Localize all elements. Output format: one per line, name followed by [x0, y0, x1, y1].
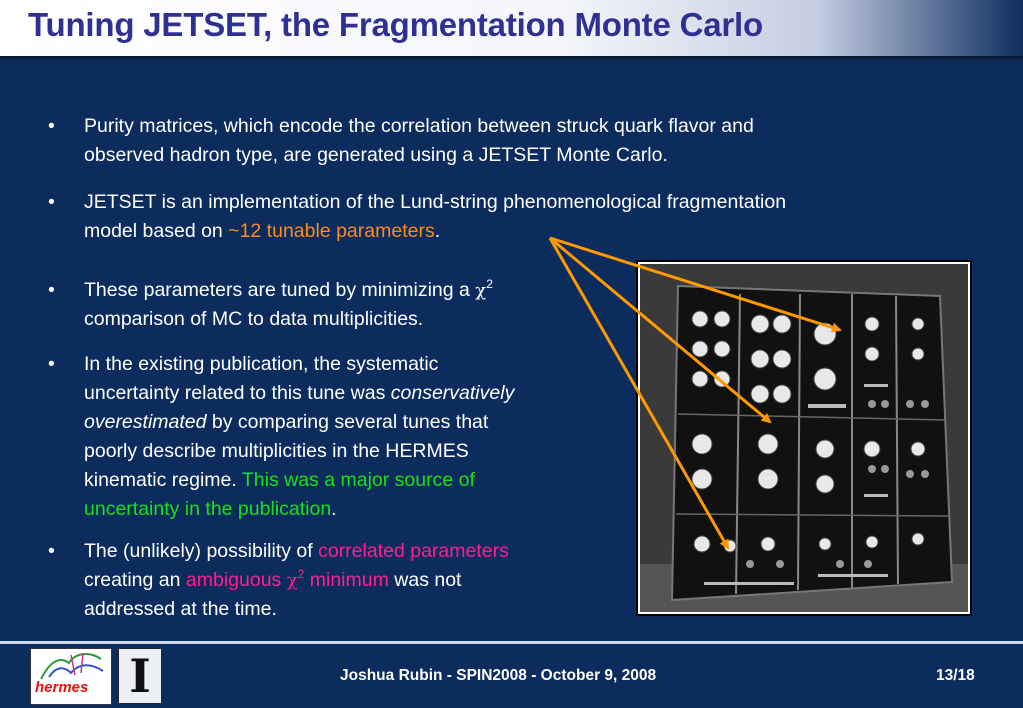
footer-bar [0, 644, 1023, 708]
bullet-line: addressed at the time. [84, 598, 277, 620]
synthesizer-illustration [640, 264, 968, 612]
illinois-logo: I [118, 648, 162, 704]
chi-symbol: χ [475, 280, 487, 301]
bullet-line: creating an [84, 569, 186, 591]
bullet-marker: • [48, 115, 55, 137]
bullet-text: JETSET is an implementation of the Lund-… [84, 188, 786, 246]
bullet-line: by comparing several tunes that [206, 411, 489, 433]
hermes-logo-text: hermes [35, 679, 89, 696]
bullet-line-suffix: was not [388, 569, 462, 591]
bullet-text: The (unlikely) possibility of correlated… [84, 537, 509, 624]
bullet-line: In the existing publication, the systema… [84, 353, 439, 375]
synthesizer-photo-image [640, 264, 968, 612]
bullet-line: model based on [84, 220, 229, 242]
bullet-line: uncertainty related to this tune was [84, 382, 391, 404]
superscript-two: 2 [297, 567, 305, 581]
illinois-logo-letter: I [129, 649, 151, 703]
bullet-line-suffix: . [331, 498, 337, 520]
bullet-marker: • [48, 279, 55, 301]
page-number: 13/18 [936, 667, 975, 684]
bullet-list: • Purity matrices, which encode the corr… [48, 112, 786, 624]
bullet-marker: • [48, 191, 55, 213]
bullet-marker: • [48, 540, 55, 562]
conservatively-italic: conservatively [390, 382, 515, 404]
bullet-text: These parameters are tuned by minimizing… [84, 276, 493, 334]
footer-divider [0, 641, 1023, 644]
bullet-line: The (unlikely) possibility of [84, 540, 319, 562]
tunable-parameters-highlight: ~12 tunable parameters [228, 220, 435, 242]
bullet-line-suffix: . [434, 220, 441, 242]
title-bar: Tuning JETSET, the Fragmentation Monte C… [0, 0, 1023, 56]
synthesizer-photo [636, 260, 972, 616]
bullet-line: Purity matrices, which encode the correl… [84, 115, 754, 137]
hermes-logo: hermes [30, 648, 112, 705]
title-divider [0, 56, 1023, 62]
chi-symbol: χ [286, 570, 298, 591]
footer-author-text: Joshua Rubin - SPIN2008 - October 9, 200… [340, 667, 657, 684]
bullet-line: kinematic regime. [84, 469, 242, 491]
bullet-line: comparison of MC to data multiplicities. [84, 308, 424, 330]
bullet-text: Purity matrices, which encode the correl… [84, 112, 754, 170]
bullet-marker: • [48, 353, 55, 375]
major-source-highlight: This was a major source of [241, 469, 475, 491]
overestimated-italic: overestimated [84, 411, 207, 433]
slide-title: Tuning JETSET, the Fragmentation Monte C… [28, 6, 763, 43]
correlated-parameters-highlight: correlated parameters [318, 540, 509, 562]
minimum-highlight: minimum [304, 569, 389, 591]
bullet-line: JETSET is an implementation of the Lund-… [84, 191, 787, 213]
bullet-line: poorly describe multiplicities in the HE… [84, 440, 469, 462]
uncertainty-highlight: uncertainty in the publication [84, 498, 332, 520]
bullet-line: observed hadron type, are generated usin… [84, 144, 668, 166]
hermes-logo-graphic [40, 652, 104, 680]
bullet-text: In the existing publication, the systema… [84, 350, 514, 524]
bullet-line: These parameters are tuned by minimizing… [84, 279, 476, 301]
superscript-two: 2 [486, 277, 493, 291]
ambiguous-highlight: ambiguous [185, 569, 287, 591]
